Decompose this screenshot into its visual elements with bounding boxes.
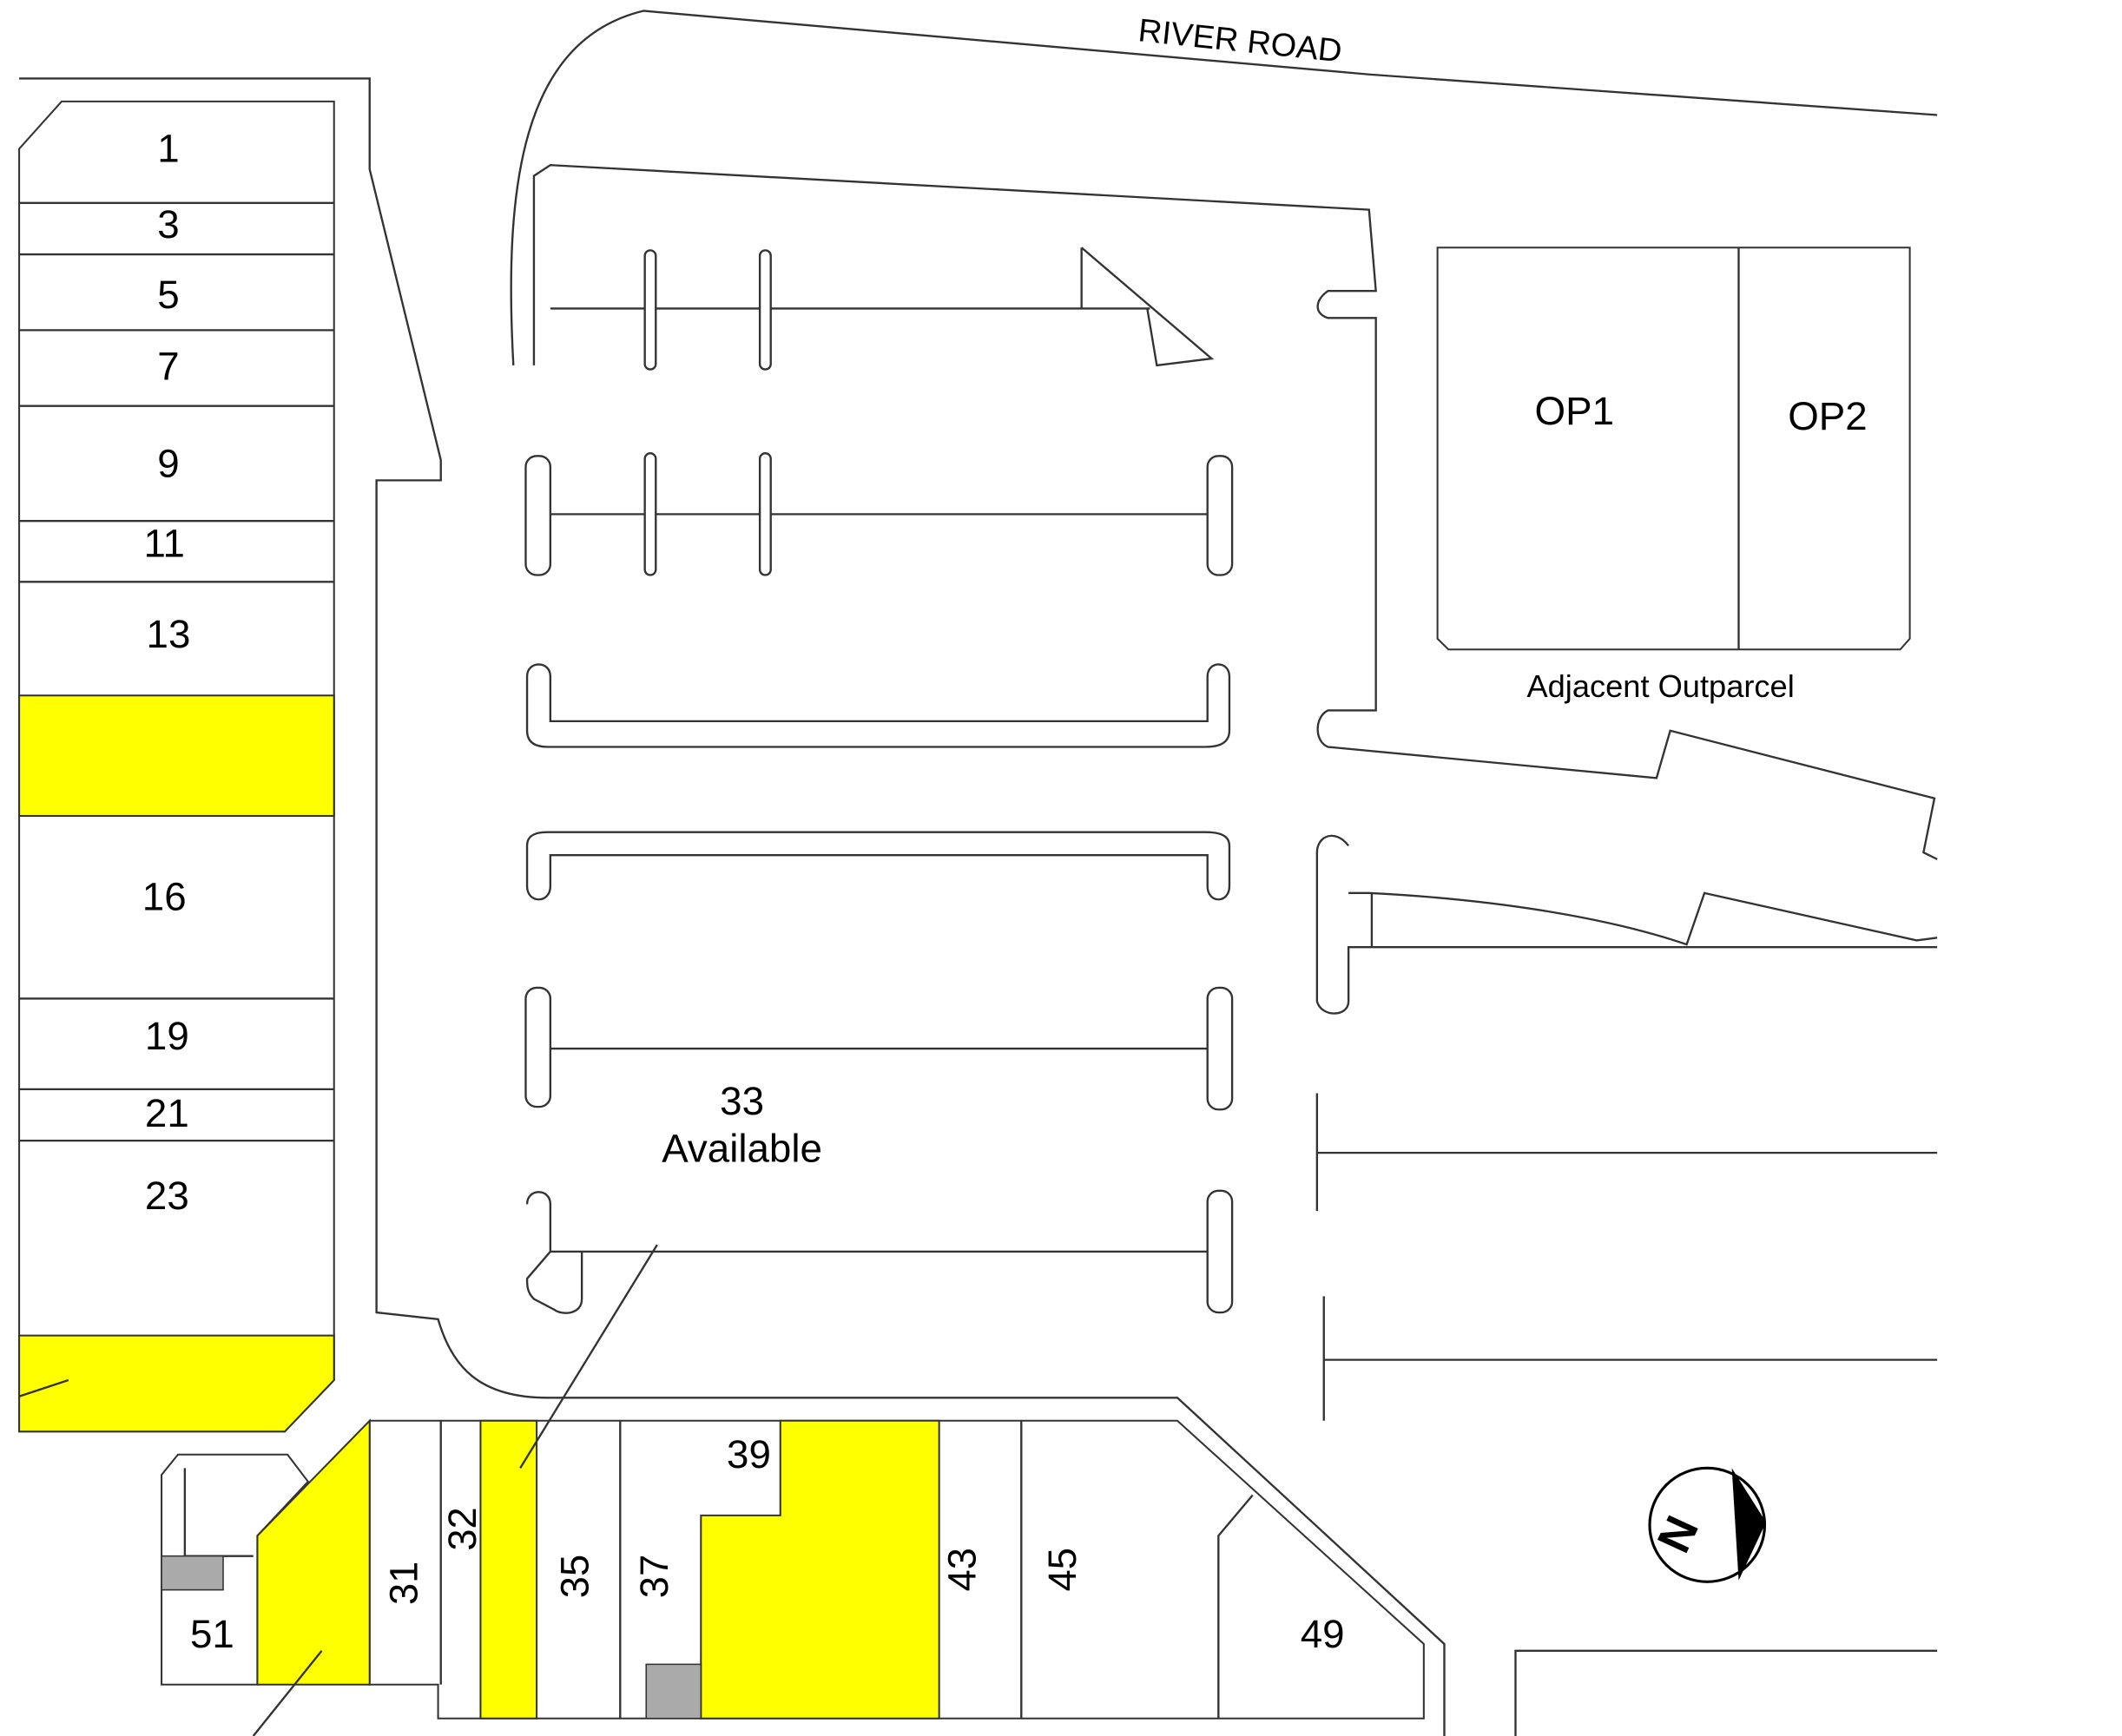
unit-9[interactable]: 9 bbox=[157, 442, 179, 486]
unit-11[interactable]: 11 bbox=[143, 522, 184, 566]
lot-boundary bbox=[19, 77, 1446, 1736]
outparcel-op1[interactable]: OP1 bbox=[1535, 389, 1614, 433]
unit-49[interactable]: 49 bbox=[1301, 1612, 1345, 1656]
unit-35[interactable]: 35 bbox=[552, 1555, 596, 1598]
unit-3[interactable]: 3 bbox=[157, 202, 179, 247]
unit-23[interactable]: 23 bbox=[145, 1174, 189, 1218]
available-space[interactable] bbox=[18, 1334, 335, 1433]
north-arrow-icon: N bbox=[1648, 1466, 1767, 1583]
available-space[interactable] bbox=[18, 694, 335, 817]
unit-1[interactable]: 1 bbox=[157, 127, 179, 171]
parking-islands bbox=[524, 247, 1938, 1736]
unit-13[interactable]: 13 bbox=[147, 612, 191, 656]
outparcel-caption: Adjacent Outparcel bbox=[1526, 668, 1794, 704]
unit-51[interactable]: 51 bbox=[190, 1612, 234, 1656]
left-building: 1 3 5 7 9 11 13 16 19 21 23 bbox=[18, 100, 335, 1433]
unit-5[interactable]: 5 bbox=[157, 273, 179, 317]
available-space[interactable] bbox=[256, 1418, 371, 1686]
unit-43[interactable]: 43 bbox=[939, 1548, 984, 1591]
unit-7[interactable]: 7 bbox=[157, 345, 179, 389]
river-road-edge bbox=[510, 10, 1938, 365]
unit-33-number[interactable]: 33 bbox=[720, 1079, 764, 1123]
unit-39[interactable]: 39 bbox=[727, 1432, 771, 1476]
unit-37[interactable]: 37 bbox=[632, 1555, 676, 1598]
parking-curb-right bbox=[1315, 834, 1938, 1015]
parking-curb-top bbox=[532, 163, 1938, 860]
unit-21[interactable]: 21 bbox=[145, 1091, 189, 1135]
unit-33-leader bbox=[519, 1244, 658, 1469]
outparcel-op2[interactable]: OP2 bbox=[1788, 394, 1867, 438]
available-space[interactable] bbox=[479, 1419, 538, 1720]
unit-16[interactable]: 16 bbox=[142, 875, 187, 919]
bottom-building: 31 32 35 37 39 43 45 49 51 bbox=[161, 1418, 1425, 1720]
outparcels: OP1 OP2 Adjacent Outparcel bbox=[1436, 247, 1911, 704]
river-road-label: RIVER ROAD bbox=[1137, 11, 1344, 69]
unit-19[interactable]: 19 bbox=[145, 1014, 189, 1058]
unit-32[interactable]: 32 bbox=[440, 1507, 484, 1550]
unit-33-status: Available bbox=[662, 1127, 822, 1171]
unit-31[interactable]: 31 bbox=[381, 1562, 425, 1605]
unit-45[interactable]: 45 bbox=[1040, 1548, 1084, 1591]
